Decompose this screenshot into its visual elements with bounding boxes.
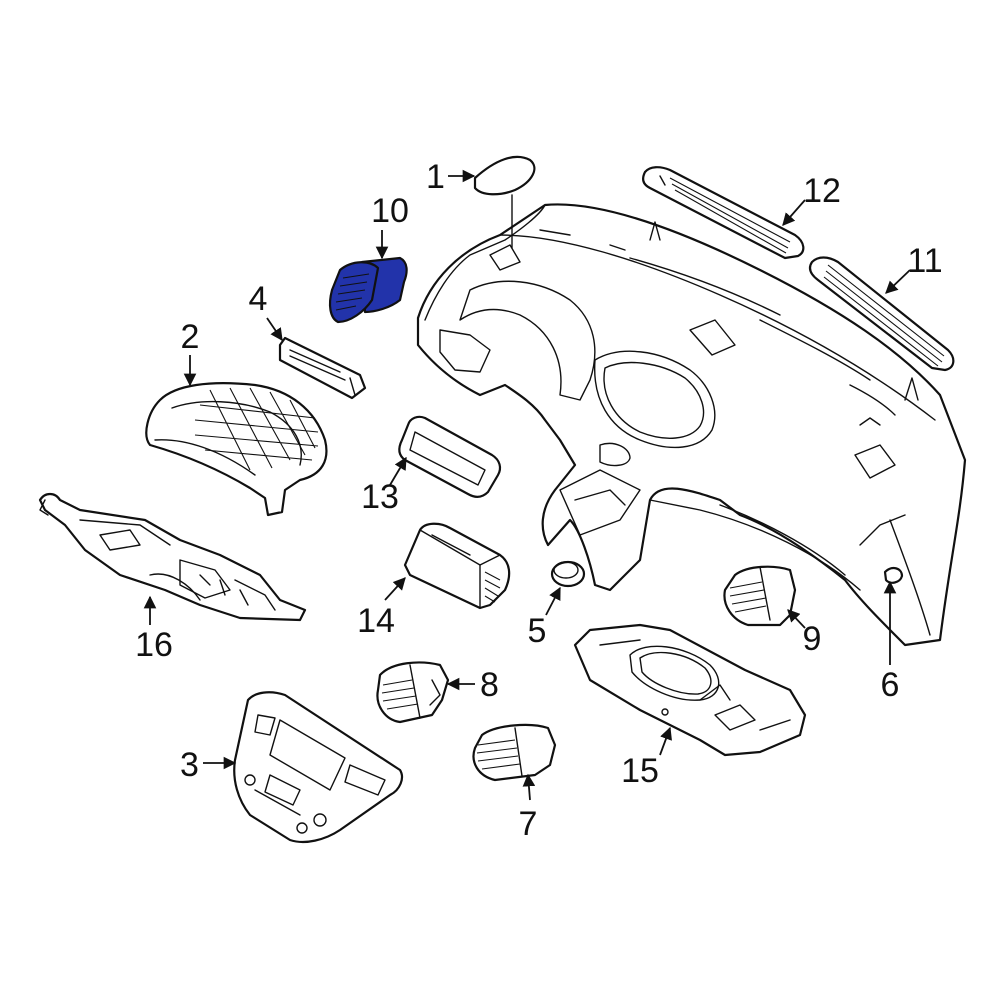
part-16-lower-panel [38,492,307,622]
callout-14: 14 [357,602,395,640]
part-11-speaker-grille [808,256,955,372]
callout-16: 16 [135,626,173,664]
part-6-clip [883,566,904,584]
part-14-stereo-unit [403,522,511,610]
callout-leaders [143,169,911,801]
callout-15: 15 [621,752,659,790]
part-12-defroster-grille [642,166,805,260]
part-4-trim-strip [278,336,367,400]
callout-11: 11 [907,242,942,280]
leader-9 [787,609,806,629]
callout-8: 8 [480,666,499,704]
callout-7: 7 [519,805,538,843]
callout-12: 12 [803,172,841,210]
callout-3: 3 [180,746,199,784]
part-10-air-vent [328,256,408,324]
leader-4 [266,317,283,342]
part-8-vent [376,661,450,724]
part-2-cluster-hood [145,382,328,517]
part-7-vent [472,723,557,782]
leader-7 [522,773,536,801]
part-1-cover-plate [473,155,536,249]
leader-14 [384,577,406,601]
callout-10: 10 [371,192,409,230]
callout-4: 4 [249,280,268,318]
leader-11 [885,269,911,294]
part-3-control-panel [233,691,404,844]
part-15-console-tray [573,623,807,757]
callout-1: 1 [426,158,445,196]
part-9-vent [723,565,797,627]
part-5-knob [550,560,586,588]
callout-2: 2 [181,318,200,356]
part-13-bezel [398,415,502,498]
callout-9: 9 [803,620,822,658]
leader-5 [545,586,561,616]
callout-labels: 1 2 3 4 5 6 7 8 9 10 11 12 13 14 15 16 [135,158,943,843]
leader-15 [659,726,672,756]
leader-13 [389,456,407,486]
leader-12 [782,199,806,226]
instrument-panel [416,203,967,647]
callout-13: 13 [361,478,399,516]
callout-6: 6 [881,666,900,704]
callout-5: 5 [528,612,547,650]
